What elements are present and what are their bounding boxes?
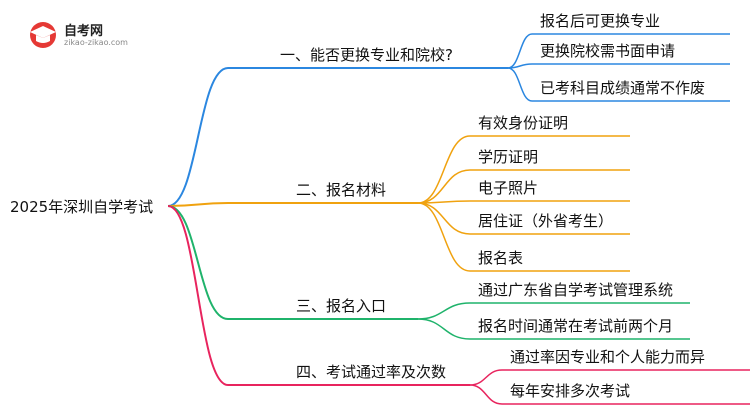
child-label: 学历证明	[478, 148, 538, 166]
child-label: 已考科目成绩通常不作废	[540, 79, 705, 97]
child-connector	[417, 202, 471, 235]
branch-label: 二、报名材料	[296, 181, 386, 199]
branch-connector	[167, 202, 229, 207]
child-connector	[507, 33, 533, 69]
child-connector	[507, 67, 533, 102]
child-label: 通过率因专业和个人能力而异	[510, 348, 705, 366]
logo-url: zikao-zikao.com	[64, 38, 128, 47]
child-label: 有效身份证明	[478, 114, 568, 132]
branch-label: 三、报名入口	[296, 297, 386, 315]
child-connector	[417, 202, 471, 272]
child-label: 报名表	[478, 249, 523, 267]
graduation-cap-icon	[30, 22, 56, 48]
child-label: 通过广东省自学考试管理系统	[478, 281, 673, 299]
child-connector	[417, 169, 471, 204]
child-label: 居住证（外省考生）	[478, 212, 613, 230]
child-label: 报名时间通常在考试前两个月	[478, 317, 673, 335]
root-label: 2025年深圳自学考试	[10, 198, 153, 216]
child-label: 更换院校需书面申请	[540, 42, 675, 60]
child-connector	[469, 384, 503, 405]
child-label: 每年安排多次考试	[510, 382, 630, 400]
child-connector	[417, 135, 471, 204]
branch-connector	[167, 67, 229, 207]
branch-connector	[167, 205, 229, 320]
child-connector	[417, 302, 471, 320]
branch-connector	[167, 205, 229, 386]
branch-label: 四、考试通过率及次数	[296, 363, 446, 381]
child-connector	[417, 318, 471, 340]
child-label: 电子照片	[478, 179, 538, 197]
child-connector	[469, 369, 503, 386]
logo-name: 自考网	[64, 24, 104, 39]
branch-label: 一、能否更换专业和院校?	[280, 46, 453, 64]
child-label: 报名后可更换专业	[540, 12, 660, 30]
